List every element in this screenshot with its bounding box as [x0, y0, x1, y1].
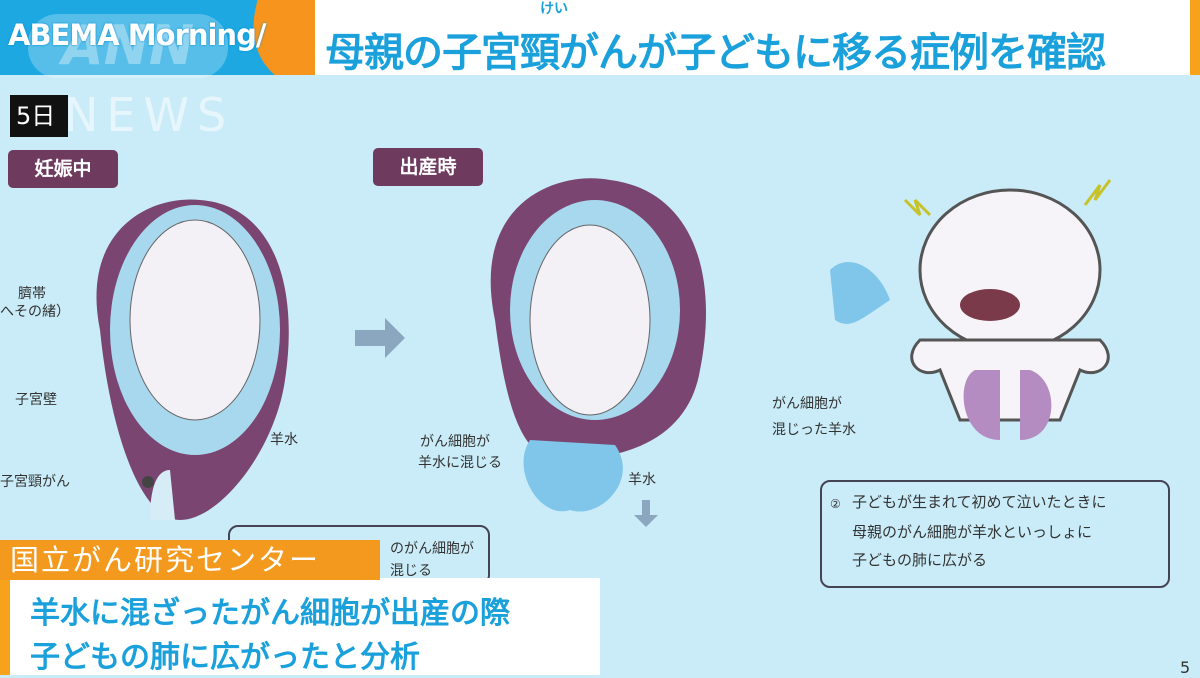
note-2-number: ② — [830, 497, 841, 511]
caption-box — [0, 578, 600, 675]
brand-block — [0, 0, 315, 75]
note-2-line-2: 母親のがん細胞が羊水といっしょに — [852, 523, 1093, 541]
headline-edge — [1190, 0, 1200, 75]
news-watermark: NEWS — [64, 88, 235, 142]
note-box-2: ② 子どもが生まれて初めて泣いたときに 母親のがん細胞が羊水といっしょに 子ども… — [820, 480, 1170, 588]
uterus-birth-illustration — [490, 178, 706, 512]
arrow-down-icon — [634, 500, 658, 527]
headline: 母親の子宮頸がんが子どもに移る症例を確認 — [325, 30, 1106, 76]
headline-ruby: けい — [540, 1, 568, 17]
headline-box — [315, 0, 1190, 75]
label-mix-1: がん細胞が — [420, 434, 490, 450]
label-amniotic-fluid: 羊水 — [270, 432, 298, 448]
source-label: 国立がん研究センター — [0, 540, 380, 580]
label-cervical-cancer: 子宮頸がん — [0, 474, 70, 490]
label-mixed-1: がん細胞が — [772, 396, 842, 412]
program-brand: ABEMA Morning/ — [8, 18, 266, 52]
label-umbilical: 臍帯 — [18, 286, 46, 302]
label-amniotic-fluid-2: 羊水 — [628, 472, 656, 488]
date-badge: 5日 — [10, 95, 68, 137]
stage-pregnancy-tag: 妊娠中 — [8, 150, 118, 188]
uterus-pregnancy-illustration — [96, 199, 289, 520]
stage-birth-tag: 出産時 — [373, 148, 483, 186]
caption-line-2: 子どもの肺に広がったと分析 — [30, 640, 420, 675]
label-uterine-wall: 子宮壁 — [15, 392, 57, 408]
ann-logo: ANN — [28, 14, 228, 78]
caption-line-1: 羊水に混ざったがん細胞が出産の際 — [30, 596, 510, 631]
arrow-right-icon — [355, 318, 405, 358]
label-mix-2: 羊水に混じる — [418, 455, 502, 471]
baby-crying-illustration — [830, 179, 1112, 440]
note-1-line-2: 混じる — [390, 563, 432, 579]
label-umbilical-note: へその緒） — [0, 304, 70, 320]
note-2-line-1: 子どもが生まれて初めて泣いたときに — [852, 493, 1107, 511]
slide-page-number: 5 — [1180, 658, 1191, 677]
label-mixed-2: 混じった羊水 — [772, 422, 856, 438]
note-2-line-3: 子どもの肺に広がる — [852, 551, 988, 569]
note-1-line-1: のがん細胞が — [390, 541, 474, 557]
